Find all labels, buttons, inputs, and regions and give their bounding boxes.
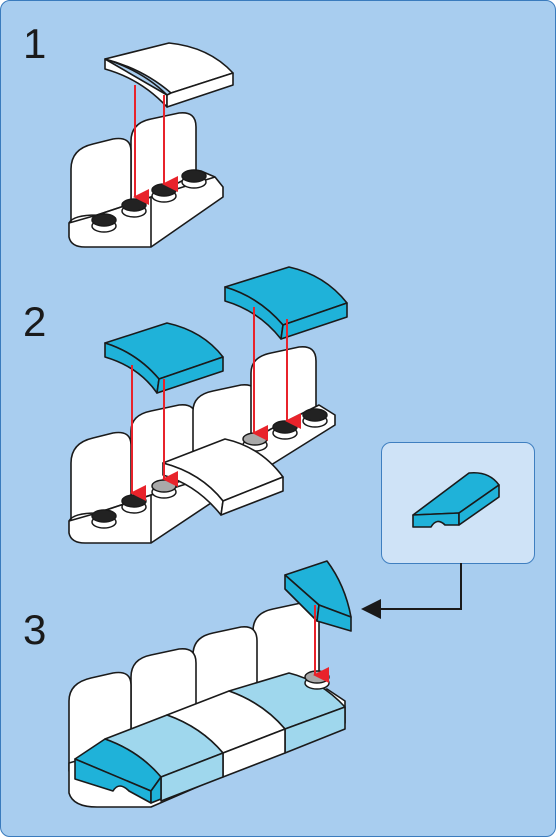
stud xyxy=(92,510,116,528)
stud xyxy=(92,214,116,232)
stud xyxy=(303,409,327,427)
stud xyxy=(122,199,146,217)
step1-white-curved-tile xyxy=(105,43,233,107)
stud xyxy=(152,184,176,202)
stud xyxy=(305,671,329,689)
stud xyxy=(273,421,297,439)
step3-sofa-assembly xyxy=(69,603,345,807)
pointer-arrow-icon xyxy=(363,563,461,609)
wedge-slope-icon xyxy=(413,473,499,527)
stud xyxy=(182,170,206,188)
stud xyxy=(152,480,176,498)
stud xyxy=(122,495,146,513)
step1-bracket-assembly xyxy=(69,113,223,247)
